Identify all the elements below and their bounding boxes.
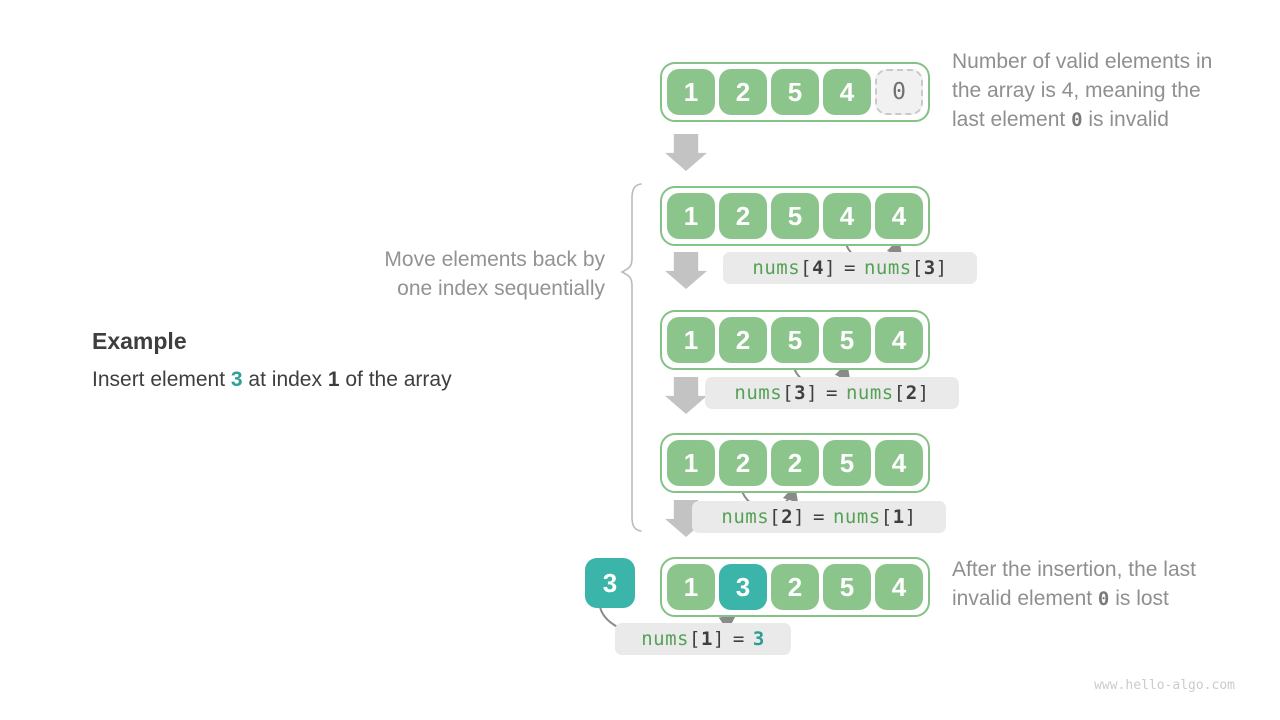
note-move-elements: Move elements back by one index sequenti… <box>384 248 605 300</box>
insert-value: 3 <box>230 368 243 391</box>
array-cell: 0 <box>875 69 923 115</box>
down-arrow-icon <box>665 134 707 171</box>
array-cell: 2 <box>771 564 819 610</box>
array-cell: 1 <box>667 317 715 363</box>
array-cell: 5 <box>771 193 819 239</box>
array-cell: 1 <box>667 564 715 610</box>
array-cell: 5 <box>823 564 871 610</box>
example-description: Insert element 3 at index 1 of the array <box>92 368 452 391</box>
watermark: www.hello-algo.com <box>1094 678 1235 693</box>
code-fn: nums <box>863 257 912 279</box>
array-cell: 4 <box>875 317 923 363</box>
code-fn: nums <box>832 506 881 528</box>
example-heading: Example <box>92 328 187 354</box>
array-cell: 1 <box>667 440 715 486</box>
array-cell: 5 <box>823 317 871 363</box>
code-label-insert: nums[1]=3 <box>615 623 791 655</box>
code-zero: 0 <box>1071 109 1083 131</box>
note-invalid-element: Number of valid elements in the array is… <box>952 50 1213 131</box>
code-fn: nums <box>721 506 770 528</box>
array-cell: 2 <box>719 69 767 115</box>
down-arrow-icon <box>665 252 707 289</box>
array-cell: 5 <box>771 317 819 363</box>
array-cell: 4 <box>823 193 871 239</box>
array-cell: 2 <box>719 317 767 363</box>
code-zero: 0 <box>1097 588 1110 610</box>
code-fn: nums <box>641 628 689 650</box>
array-cell: 4 <box>823 69 871 115</box>
code-label-step2: nums[3]=nums[2] <box>705 377 959 409</box>
down-arrow-icon <box>665 377 707 414</box>
code-fn: nums <box>752 257 801 279</box>
inserted-element-cell: 3 <box>585 558 635 608</box>
array-cell: 4 <box>875 564 923 610</box>
code-fn: nums <box>734 382 783 404</box>
array-cell: 5 <box>771 69 819 115</box>
array-cell: 2 <box>719 193 767 239</box>
note-after-insertion: After the insertion, the last invalid el… <box>952 558 1196 610</box>
array-cell: 3 <box>719 564 767 610</box>
array-cell: 1 <box>667 69 715 115</box>
array-cell: 2 <box>771 440 819 486</box>
insert-index: 1 <box>327 368 340 391</box>
code-label-step1: nums[4]=nums[3] <box>723 252 977 284</box>
code-label-step3: nums[2]=nums[1] <box>692 501 946 533</box>
array-cell: 4 <box>875 193 923 239</box>
brace-left <box>620 183 642 532</box>
array-cell: 5 <box>823 440 871 486</box>
array-cell: 1 <box>667 193 715 239</box>
array-cell: 4 <box>875 440 923 486</box>
code-fn: nums <box>845 382 894 404</box>
array-cell: 2 <box>719 440 767 486</box>
